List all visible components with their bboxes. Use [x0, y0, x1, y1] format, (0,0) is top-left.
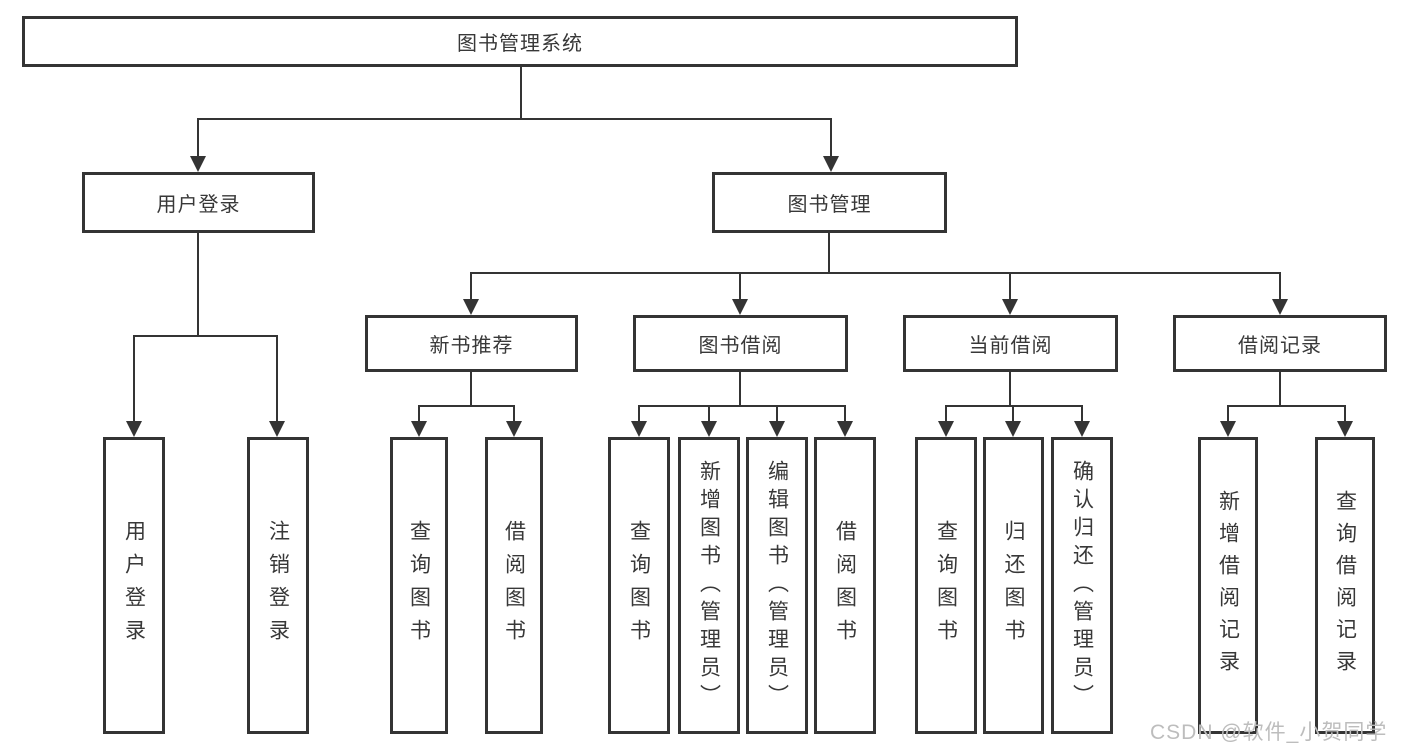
- edge-to-leaf-logout: [276, 335, 278, 422]
- arrowhead-down-leaf-query-book-2: [631, 421, 647, 437]
- edge-to-leaf-query-record: [1344, 405, 1346, 422]
- arrowhead-down-leaf-add-record: [1220, 421, 1236, 437]
- edge-user-login-rail: [133, 335, 278, 337]
- edge-to-leaf-confirm-return: [1081, 405, 1083, 422]
- edge-borrow-records-rail: [1227, 405, 1346, 407]
- edge-book-borrow-rail: [638, 405, 846, 407]
- node-book-borrow: 图书借阅: [633, 315, 848, 372]
- edge-to-leaf-add-record: [1227, 405, 1229, 422]
- node-root: 图书管理系统: [22, 16, 1018, 67]
- leaf-query-book-3-label: 查询图书: [934, 519, 958, 652]
- node-user-login: 用户登录: [82, 172, 315, 233]
- arrowhead-down-leaf-query-record: [1337, 421, 1353, 437]
- leaf-logout: 注销登录: [247, 437, 309, 734]
- leaf-add-borrow-record: 新增借阅记录: [1198, 437, 1258, 734]
- edge-book-borrow-drop: [739, 372, 741, 407]
- leaf-confirm-return: 确认归还（管理员）: [1051, 437, 1113, 734]
- arrowhead-down-leaf-return-book: [1005, 421, 1021, 437]
- arrowhead-down-book-management: [823, 156, 839, 172]
- node-current-borrow: 当前借阅: [903, 315, 1118, 372]
- leaf-return-book-label: 归还图书: [1002, 519, 1025, 652]
- leaf-query-book-2-label: 查询图书: [627, 519, 651, 652]
- leaf-edit-book: 编辑图书（管理员）: [746, 437, 808, 734]
- arrowhead-down-leaf-logout: [269, 421, 285, 437]
- leaf-query-book-3: 查询图书: [915, 437, 977, 734]
- leaf-borrow-book-1-label: 借阅图书: [502, 519, 526, 652]
- arrowhead-down-leaf-query-book-1: [411, 421, 427, 437]
- node-user-login-label: 用户登录: [156, 194, 241, 216]
- leaf-logout-label: 注销登录: [266, 519, 290, 652]
- leaf-add-borrow-record-label: 新增借阅记录: [1216, 489, 1240, 682]
- arrowhead-down-leaf-query-book-3: [938, 421, 954, 437]
- node-book-management: 图书管理: [712, 172, 947, 233]
- arrowhead-down-leaf-borrow-book-1: [506, 421, 522, 437]
- edge-to-book-borrow: [739, 272, 741, 300]
- node-root-label: 图书管理系统: [457, 33, 583, 55]
- leaf-query-borrow-record: 查询借阅记录: [1315, 437, 1375, 734]
- edge-current-borrow-drop: [1009, 372, 1011, 407]
- leaf-return-book: 归还图书: [983, 437, 1044, 734]
- arrowhead-down-new-book-recommend: [463, 299, 479, 315]
- node-book-borrow-label: 图书借阅: [698, 335, 783, 357]
- arrowhead-down-leaf-login: [126, 421, 142, 437]
- edge-new-book-recommend-rail: [418, 405, 515, 407]
- edge-to-leaf-query-book-1: [418, 405, 420, 422]
- edge-to-current-borrow: [1009, 272, 1011, 300]
- edge-to-leaf-login: [133, 335, 135, 422]
- leaf-query-book-1: 查询图书: [390, 437, 448, 734]
- node-new-book-recommend: 新书推荐: [365, 315, 578, 372]
- leaf-edit-book-label: 编辑图书（管理员）: [765, 459, 789, 712]
- edge-book-management-drop: [828, 233, 830, 274]
- edge-to-leaf-edit-book: [776, 405, 778, 422]
- leaf-query-borrow-record-label: 查询借阅记录: [1333, 489, 1357, 682]
- edge-to-leaf-borrow-book-2: [844, 405, 846, 422]
- edge-to-leaf-return-book: [1012, 405, 1014, 422]
- edge-root-drop: [520, 67, 522, 120]
- edge-to-leaf-query-book-3: [945, 405, 947, 422]
- leaf-borrow-book-2-label: 借阅图书: [833, 519, 857, 652]
- watermark-text: CSDN @软件_小贺同学: [1150, 721, 1388, 744]
- node-current-borrow-label: 当前借阅: [968, 335, 1053, 357]
- arrowhead-down-user-login: [190, 156, 206, 172]
- edge-root-to-book-management: [830, 118, 832, 157]
- arrowhead-down-leaf-confirm-return: [1074, 421, 1090, 437]
- arrowhead-down-leaf-edit-book: [769, 421, 785, 437]
- arrowhead-down-leaf-add-book: [701, 421, 717, 437]
- edge-to-leaf-borrow-book-1: [513, 405, 515, 422]
- edge-to-borrow-records: [1279, 272, 1281, 300]
- leaf-add-book: 新增图书（管理员）: [678, 437, 740, 734]
- leaf-confirm-return-label: 确认归还（管理员）: [1070, 459, 1094, 712]
- leaf-query-book-2: 查询图书: [608, 437, 670, 734]
- leaf-borrow-book-2: 借阅图书: [814, 437, 876, 734]
- edge-borrow-records-drop: [1279, 372, 1281, 407]
- edge-new-book-recommend-drop: [470, 372, 472, 407]
- leaf-add-book-label: 新增图书（管理员）: [697, 459, 721, 712]
- arrowhead-down-book-borrow: [732, 299, 748, 315]
- leaf-user-login-label: 用户登录: [122, 519, 146, 652]
- arrowhead-down-current-borrow: [1002, 299, 1018, 315]
- edge-root-to-user-login: [197, 118, 199, 157]
- edge-user-login-drop: [197, 233, 199, 337]
- edge-to-leaf-add-book: [708, 405, 710, 422]
- arrowhead-down-leaf-borrow-book-2: [837, 421, 853, 437]
- node-new-book-recommend-label: 新书推荐: [429, 335, 514, 357]
- leaf-user-login: 用户登录: [103, 437, 165, 734]
- edge-root-rail: [197, 118, 832, 120]
- node-book-management-label: 图书管理: [787, 194, 872, 216]
- leaf-query-book-1-label: 查询图书: [407, 519, 431, 652]
- node-borrow-records: 借阅记录: [1173, 315, 1387, 372]
- edge-to-new-book-recommend: [470, 272, 472, 300]
- leaf-borrow-book-1: 借阅图书: [485, 437, 543, 734]
- arrowhead-down-borrow-records: [1272, 299, 1288, 315]
- node-borrow-records-label: 借阅记录: [1238, 335, 1322, 357]
- edge-to-leaf-query-book-2: [638, 405, 640, 422]
- edge-book-management-rail: [470, 272, 1281, 274]
- edge-current-borrow-rail: [945, 405, 1083, 407]
